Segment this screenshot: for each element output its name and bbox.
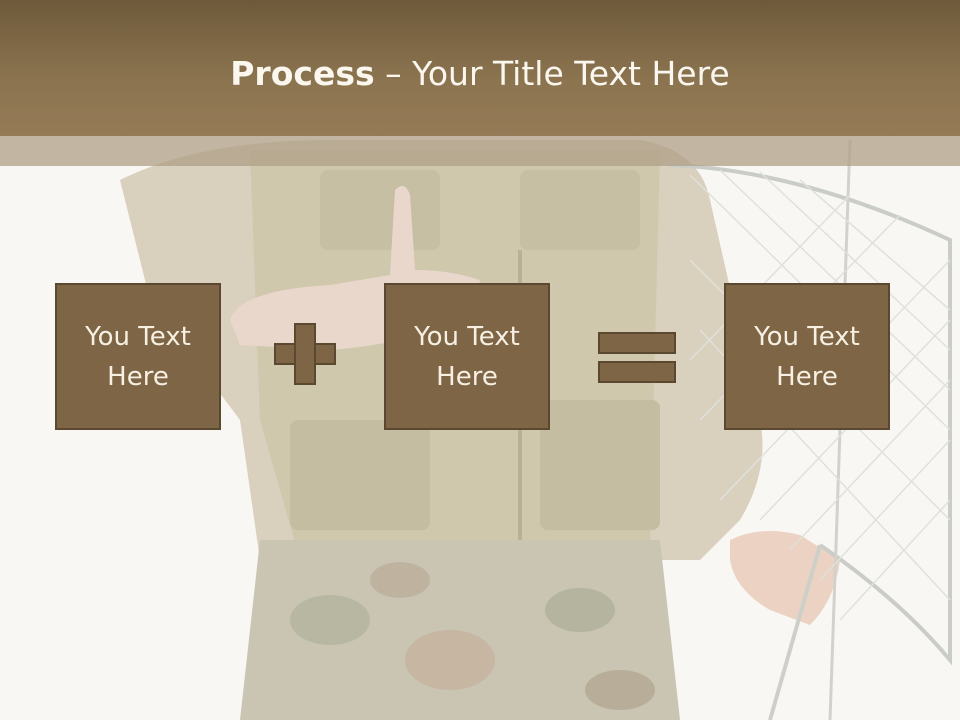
process-box-3[interactable]: You Text Here [724, 283, 890, 430]
process-box-1-text: You Text Here [85, 321, 191, 392]
title-rest-text: Your Title Text Here [412, 54, 730, 93]
title-bar [0, 0, 960, 136]
process-box-2-text: You Text Here [414, 321, 520, 392]
process-box-3-text: You Text Here [754, 321, 860, 392]
title-underband [0, 136, 960, 166]
title-separator: – [374, 54, 413, 93]
process-box-2[interactable]: You Text Here [384, 283, 550, 430]
title-bold-text: Process [230, 54, 375, 93]
process-box-1[interactable]: You Text Here [55, 283, 221, 430]
slide-title[interactable]: Process – Your Title Text Here [0, 52, 960, 96]
